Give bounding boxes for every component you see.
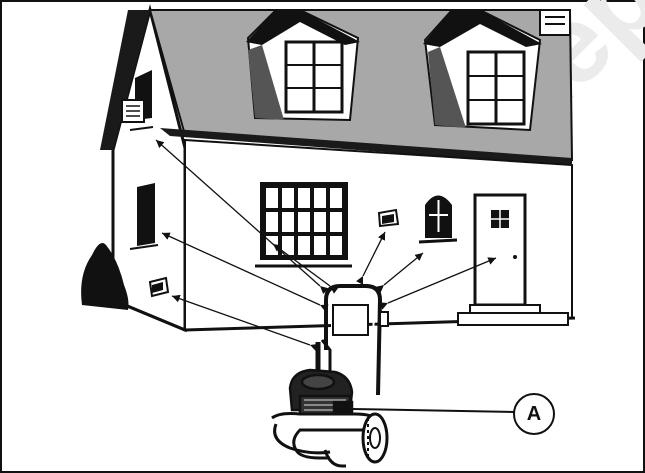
washer-engine xyxy=(290,370,352,414)
callout-a-circle xyxy=(514,394,554,434)
front-wall-vent xyxy=(379,210,398,226)
callout-a-leader xyxy=(352,409,514,412)
front-window-large xyxy=(255,182,352,266)
house xyxy=(81,10,575,330)
chimney xyxy=(540,10,570,35)
washer-wheel xyxy=(363,414,387,462)
foundation-vent-side xyxy=(150,278,168,296)
